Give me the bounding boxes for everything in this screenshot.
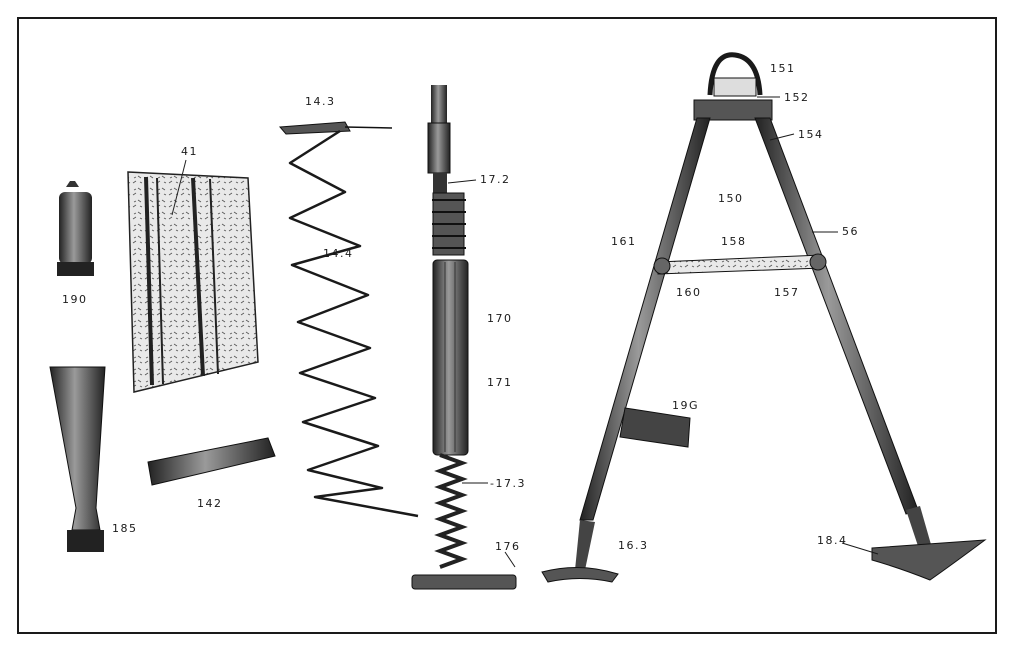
label-144: 14.4 (323, 247, 354, 260)
label-143: 14.3 (305, 95, 336, 108)
part-41-magazine (127, 159, 259, 393)
label-173: -17.3 (490, 477, 526, 490)
label-160: 160 (676, 286, 702, 299)
label-157: 157 (774, 286, 800, 299)
label-150: 150 (718, 192, 744, 205)
label-196: 19G (672, 399, 699, 412)
label-171: 171 (487, 376, 513, 389)
plate-border (17, 17, 997, 634)
label-170: 170 (487, 312, 513, 325)
label-172: 17.2 (480, 173, 511, 186)
label-184: 18.4 (817, 534, 848, 547)
left-leg (579, 117, 711, 521)
label-190: 190 (62, 293, 88, 306)
label-158: 158 (721, 235, 747, 248)
part-176-handle (411, 574, 517, 590)
leader-lines (447, 96, 879, 568)
label-154: 154 (798, 128, 824, 141)
part-bipod (541, 52, 987, 583)
label-56: 56 (842, 225, 859, 238)
label-176: 176 (495, 540, 521, 553)
label-185: 185 (112, 522, 138, 535)
label-142: 142 (197, 497, 223, 510)
part-labels: 190 185 41 142 14.3 14.4 17.2 170 171 -1… (62, 62, 859, 553)
part-170-plunger (411, 85, 517, 590)
right-foot (871, 539, 987, 581)
left-foot (541, 566, 619, 583)
label-151: 151 (770, 62, 796, 75)
label-41: 41 (181, 145, 198, 158)
part-185-tube (49, 366, 106, 552)
part-143-clip (278, 121, 393, 135)
part-142-follower (147, 437, 276, 486)
label-161: 161 (611, 235, 637, 248)
part-173-screw (434, 453, 468, 569)
part-190-cap (57, 181, 94, 276)
right-leg (754, 117, 919, 515)
spreader-bar (657, 254, 823, 275)
label-163: 16.3 (618, 539, 649, 552)
part-196-bracket (619, 407, 691, 448)
part-144-spring (288, 129, 419, 518)
label-152: 152 (784, 91, 810, 104)
